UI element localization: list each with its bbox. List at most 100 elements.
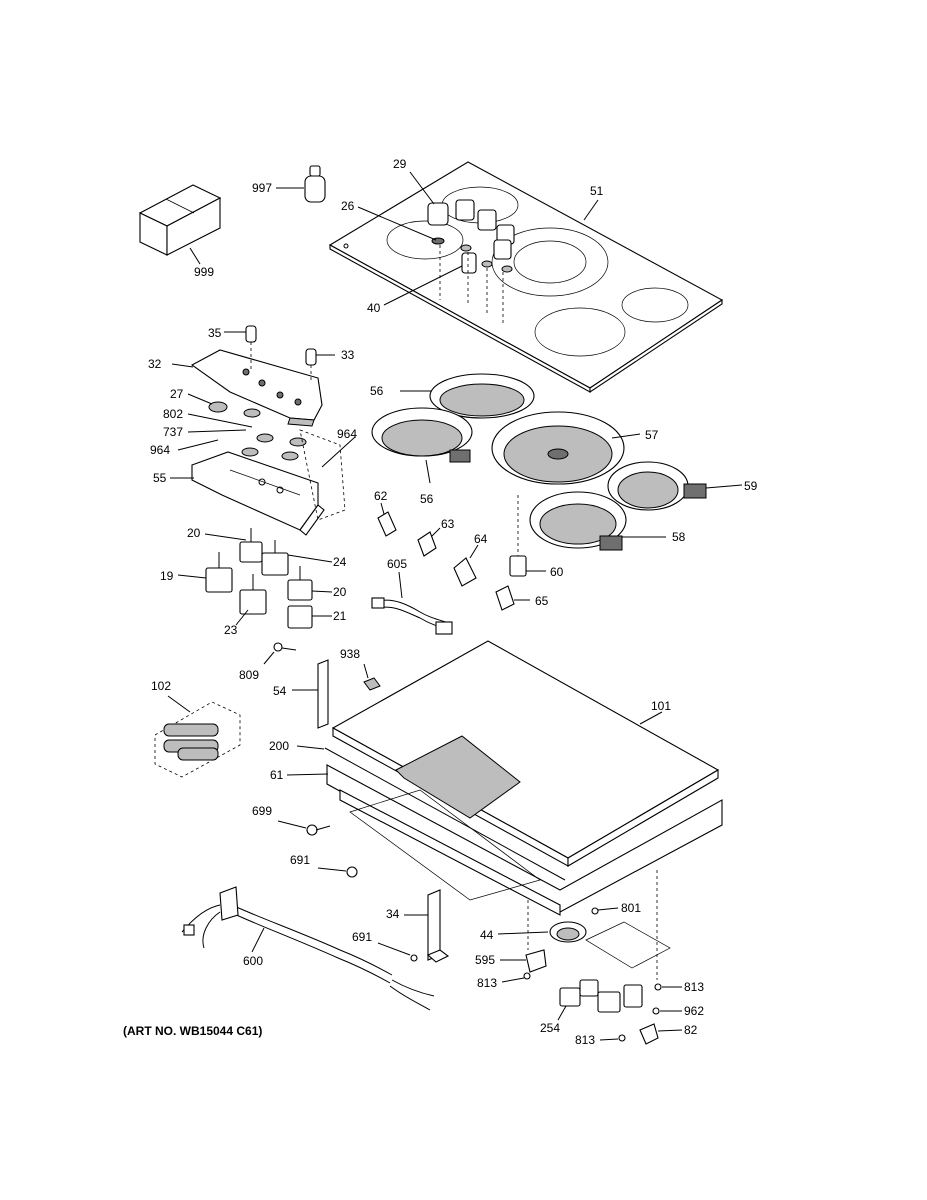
callout-44: 44 xyxy=(480,928,494,942)
callout-55: 55 xyxy=(153,471,167,485)
callout-813-left: 813 xyxy=(477,976,497,990)
callout-20-bottom: 20 xyxy=(333,585,347,599)
callout-63: 63 xyxy=(441,517,455,531)
part-102-terminal-block xyxy=(154,695,241,778)
part-997-cleaner-bottle xyxy=(276,165,326,203)
part-699-screw xyxy=(277,820,331,836)
callout-82: 82 xyxy=(684,1023,698,1037)
callout-29: 29 xyxy=(393,157,407,171)
callout-34: 34 xyxy=(386,907,400,921)
part-24-infinite-switch xyxy=(261,540,333,576)
callout-691-top: 691 xyxy=(290,853,310,867)
art-number-caption: (ART NO. WB15044 C61) xyxy=(123,1024,263,1038)
part-63-bracket xyxy=(417,527,441,557)
callout-labels: 997 999 29 26 51 40 35 33 32 27 802 737 … xyxy=(148,157,758,1047)
callout-691-bottom: 691 xyxy=(352,930,372,944)
control-knobs-group xyxy=(357,171,515,325)
part-962-washer xyxy=(652,1007,682,1015)
callout-32: 32 xyxy=(148,357,162,371)
part-32-control-board xyxy=(171,349,323,427)
callout-801: 801 xyxy=(621,901,641,915)
bottom-panel xyxy=(339,789,561,916)
callout-20-top: 20 xyxy=(187,526,201,540)
callout-200: 200 xyxy=(269,739,289,753)
part-54-strip xyxy=(292,659,329,729)
callout-964-right: 964 xyxy=(337,427,357,441)
part-44-bushing xyxy=(497,921,587,943)
part-56-surface-element-rear xyxy=(400,373,535,419)
callout-101: 101 xyxy=(651,699,671,713)
callout-809: 809 xyxy=(239,668,259,682)
callout-999: 999 xyxy=(194,265,214,279)
part-60-switch xyxy=(509,495,546,577)
callout-27: 27 xyxy=(170,387,184,401)
callout-600: 600 xyxy=(243,954,263,968)
part-20-infinite-switch xyxy=(204,528,263,563)
callout-56-top: 56 xyxy=(370,384,384,398)
part-33-light-pipe xyxy=(305,348,335,382)
mounting-plate xyxy=(585,921,671,969)
callout-102: 102 xyxy=(151,679,171,693)
callout-33: 33 xyxy=(341,348,355,362)
callout-938: 938 xyxy=(340,647,360,661)
part-691b-screw xyxy=(377,942,418,962)
part-58-surface-element-front xyxy=(529,491,666,551)
callout-813-bottom: 813 xyxy=(575,1033,595,1047)
part-801-screw xyxy=(591,907,619,915)
callout-40: 40 xyxy=(367,301,381,315)
callout-802: 802 xyxy=(163,407,183,421)
part-34-bracket xyxy=(404,889,450,963)
callout-21: 21 xyxy=(333,609,347,623)
part-57-surface-element-large xyxy=(491,411,641,485)
callout-699: 699 xyxy=(252,804,272,818)
part-21-infinite-switch xyxy=(287,605,332,629)
part-595-clamp xyxy=(500,949,547,973)
part-813c-screw xyxy=(599,1034,626,1042)
part-61-frame xyxy=(286,764,723,913)
callout-35: 35 xyxy=(208,326,222,340)
callout-962: 962 xyxy=(684,1004,704,1018)
callout-737: 737 xyxy=(163,425,183,439)
callout-54: 54 xyxy=(273,684,287,698)
part-813-screw xyxy=(501,972,531,983)
part-51-glass-cooktop xyxy=(328,161,724,394)
part-938-clip xyxy=(363,663,381,691)
callout-813-right: 813 xyxy=(684,980,704,994)
callout-997: 997 xyxy=(252,181,272,195)
part-809-screw xyxy=(263,642,297,665)
part-605-wire-harness xyxy=(371,571,453,635)
callout-23: 23 xyxy=(224,623,238,637)
callout-59: 59 xyxy=(744,479,758,493)
callout-254: 254 xyxy=(540,1021,560,1035)
part-691-screw xyxy=(317,866,358,878)
part-82-bracket xyxy=(639,1023,683,1045)
part-813b-screw xyxy=(654,983,682,991)
part-20b-infinite-switch xyxy=(287,566,333,601)
part-64-bracket xyxy=(453,544,479,587)
callout-58: 58 xyxy=(672,530,686,544)
part-62-bracket xyxy=(377,502,397,537)
callout-65: 65 xyxy=(535,594,549,608)
callout-62: 62 xyxy=(374,489,388,503)
callout-605: 605 xyxy=(387,557,407,571)
part-254-relay-assembly xyxy=(557,979,643,1021)
part-35-light-pipe xyxy=(224,325,257,370)
callout-595: 595 xyxy=(475,953,495,967)
callout-964-left: 964 xyxy=(150,443,170,457)
callout-61: 61 xyxy=(270,768,284,782)
callout-56-bottom: 56 xyxy=(420,492,434,506)
callout-57: 57 xyxy=(645,428,659,442)
callout-26: 26 xyxy=(341,199,355,213)
part-19-infinite-switch xyxy=(177,552,233,593)
callout-19: 19 xyxy=(160,569,174,583)
part-200-gasket xyxy=(296,745,566,881)
part-55-control-bracket xyxy=(170,429,356,536)
callout-24: 24 xyxy=(333,555,347,569)
part-999-box xyxy=(138,184,222,265)
callout-64: 64 xyxy=(474,532,488,546)
part-59-surface-element-right xyxy=(607,461,743,511)
callout-60: 60 xyxy=(550,565,564,579)
part-56-surface-element-left xyxy=(371,407,473,484)
callout-51: 51 xyxy=(590,184,604,198)
